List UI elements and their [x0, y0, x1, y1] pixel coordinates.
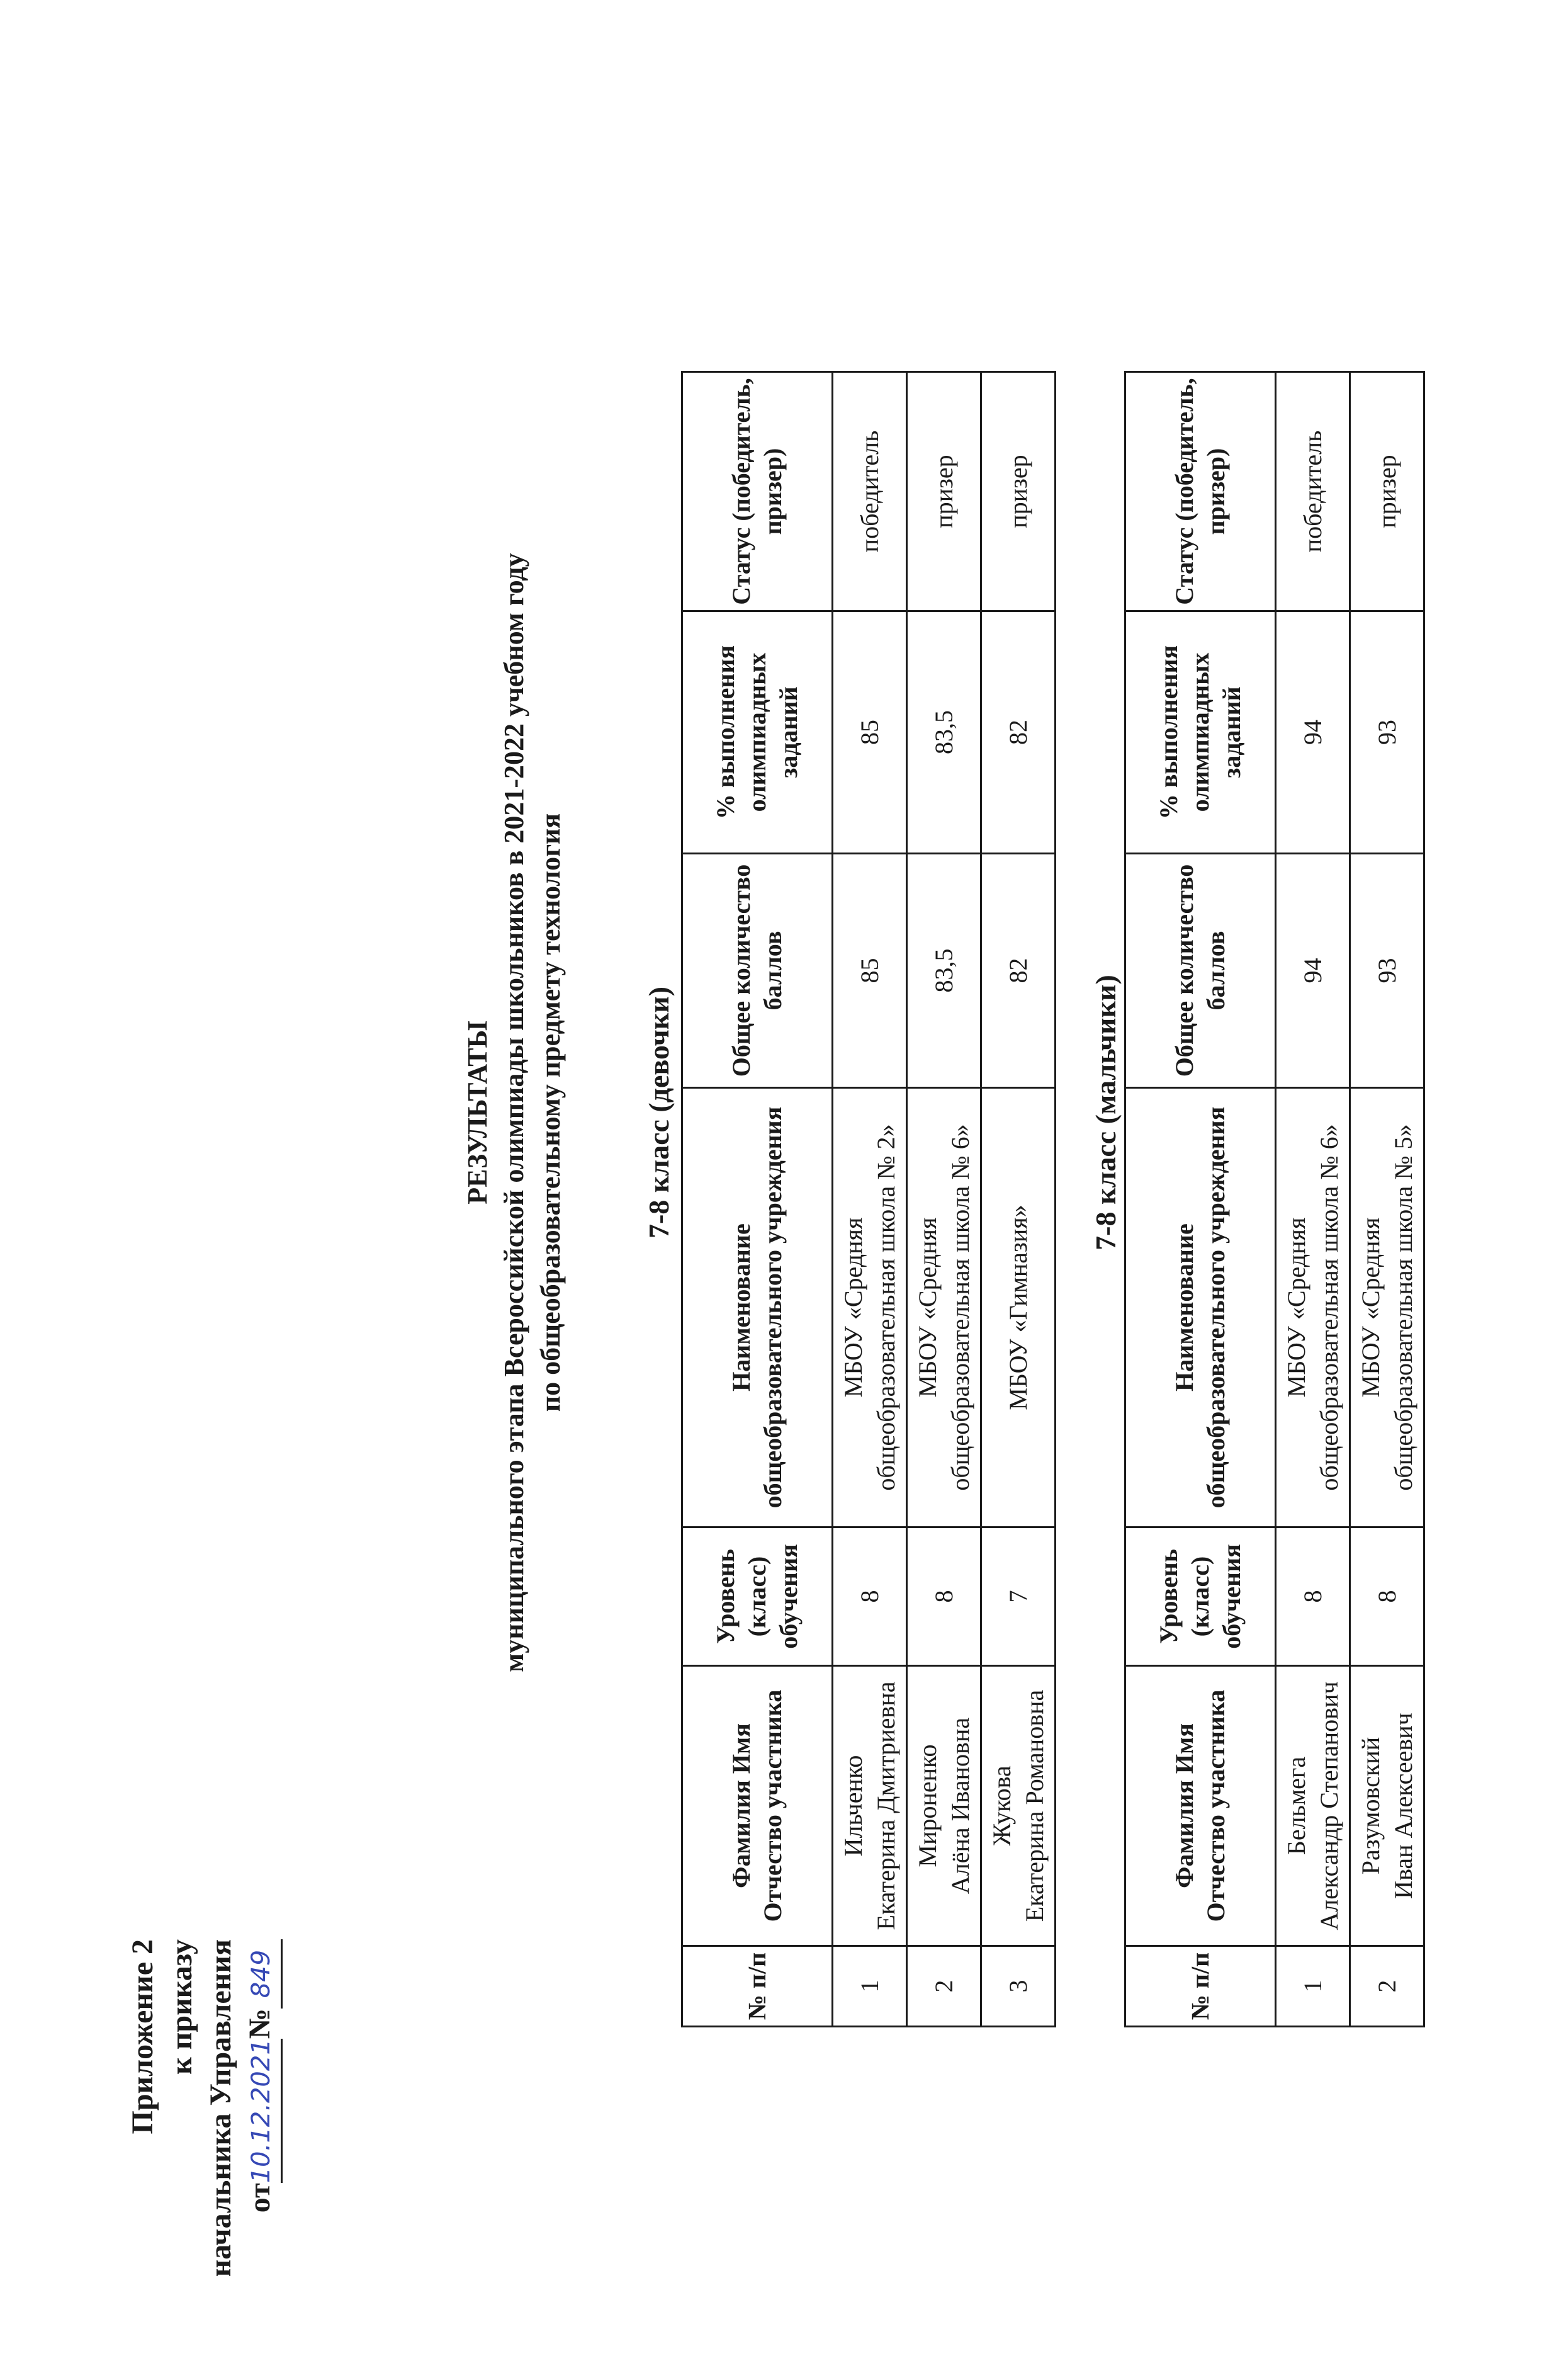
- cell-number: 2: [1350, 1946, 1424, 2027]
- cell-given-name: Иван Алексеевич: [1389, 1713, 1417, 1899]
- col-header-percent: % выполнения олимпиадных заданий: [1125, 611, 1276, 854]
- cell-score: 94: [1275, 853, 1350, 1088]
- col-header-score: Общее количество баллов: [682, 853, 833, 1088]
- document-subtitle: муниципального этапа Всероссийской олимп…: [499, 553, 529, 1672]
- cell-score: 85: [832, 853, 907, 1088]
- cell-given-name: Алёна Ивановна: [945, 1717, 974, 1895]
- cell-status: призер: [906, 371, 981, 611]
- cell-given-name: Екатерина Дмитриевна: [871, 1681, 900, 1930]
- cell-percent: 82: [981, 611, 1056, 854]
- results-table-boys: № п/п Фамилия Имя Отчество участника Уро…: [1124, 371, 1425, 2027]
- results-table-girls: № п/п Фамилия Имя Отчество участника Уро…: [681, 371, 1056, 2027]
- cell-grade: 8: [906, 1527, 981, 1666]
- cell-surname: Разумовский: [1356, 1737, 1385, 1875]
- col-header-score: Общее количество баллов: [1125, 853, 1276, 1088]
- cell-percent: 93: [1350, 611, 1424, 854]
- cell-surname: Мироненко: [913, 1744, 942, 1867]
- cell-school-line-2: общеобразовательная школа № 6»: [1314, 1124, 1343, 1491]
- col-header-number: № п/п: [682, 1946, 833, 2027]
- col-header-status: Статус (победитель, призер): [682, 371, 833, 611]
- appendix-number-label: №: [243, 2009, 276, 2039]
- document-title: РЕЗУЛЬТАТЫ: [462, 1021, 493, 1204]
- cell-score: 93: [1350, 853, 1424, 1088]
- col-header-grade: Уровень (класс) обучения: [682, 1527, 833, 1666]
- cell-score: 82: [981, 853, 1056, 1088]
- appendix-date-line: от10.12.2021№849: [240, 1939, 283, 2380]
- cell-grade: 8: [1275, 1527, 1350, 1666]
- section-title-boys: 7-8 класс (мальчики): [1090, 975, 1122, 1250]
- cell-status: призер: [981, 371, 1056, 611]
- col-header-status: Статус (победитель, призер): [1125, 371, 1276, 611]
- cell-surname: Ильченко: [838, 1755, 867, 1857]
- cell-given-name: Екатерина Романовна: [1020, 1689, 1049, 1922]
- col-header-school: Наименование общеобразовательного учрежд…: [1125, 1087, 1276, 1527]
- cell-status: победитель: [832, 371, 907, 611]
- cell-surname: Бельмега: [1282, 1756, 1310, 1856]
- appendix-line-2: к приказу: [165, 1939, 198, 2075]
- cell-percent: 85: [832, 611, 907, 854]
- cell-grade: 8: [1350, 1527, 1424, 1666]
- cell-percent: 94: [1275, 611, 1350, 854]
- cell-school-line-2: общеобразовательная школа № 6»: [945, 1124, 974, 1491]
- col-header-name: Фамилия Имя Отчество участника: [682, 1665, 833, 1946]
- appendix-line-1: Приложение 2: [126, 1939, 159, 2134]
- cell-score: 83,5: [906, 853, 981, 1088]
- cell-given-name: Александр Степанович: [1314, 1681, 1343, 1930]
- rotated-page: Приложение 2 к приказу начальника Управл…: [126, 162, 1425, 2277]
- col-header-grade: Уровень (класс) обучения: [1125, 1527, 1276, 1666]
- cell-number: 3: [981, 1946, 1056, 2027]
- cell-school-line-2: общеобразовательная школа № 5»: [1389, 1124, 1417, 1491]
- cell-school-line-1: МБОУ «Средняя: [1282, 1217, 1310, 1398]
- col-header-name: Фамилия Имя Отчество участника: [1125, 1665, 1276, 1946]
- cell-surname: Жукова: [987, 1765, 1016, 1846]
- appendix-block: Приложение 2 к приказу начальника Управл…: [123, 1939, 283, 2380]
- appendix-from-label: от: [243, 2183, 276, 2213]
- cell-status: победитель: [1275, 371, 1350, 611]
- table-header-row: № п/п Фамилия Имя Отчество участника Уро…: [682, 371, 833, 2027]
- col-header-percent: % выполнения олимпиадных заданий: [682, 611, 833, 854]
- appendix-date-handwritten: 10.12.2021: [242, 2039, 283, 2184]
- table-header-row: № п/п Фамилия Имя Отчество участника Уро…: [1125, 371, 1276, 2027]
- col-header-school: Наименование общеобразовательного учрежд…: [682, 1087, 833, 1527]
- cell-status: призер: [1350, 371, 1424, 611]
- cell-number: 1: [832, 1946, 907, 2027]
- cell-school-line-2: общеобразовательная школа № 2»: [871, 1124, 900, 1491]
- cell-school-line-1: МБОУ «Средняя: [913, 1217, 942, 1398]
- section-title-girls: 7-8 класс (девочки): [643, 986, 675, 1239]
- cell-grade: 7: [981, 1527, 1056, 1666]
- document-subject: по общеобразовательному предмету техноло…: [535, 813, 566, 1412]
- cell-school-line-1: МБОУ «Гимназия»: [1003, 1204, 1032, 1410]
- cell-school: МБОУ «Гимназия»: [981, 1087, 1056, 1527]
- col-header-number: № п/п: [1125, 1946, 1276, 2027]
- cell-grade: 8: [832, 1527, 907, 1666]
- document-header: РЕЗУЛЬТАТЫ муниципального этапа Всеросси…: [459, 162, 569, 2063]
- appendix-number-handwritten: 849: [242, 1939, 283, 2009]
- cell-number: 1: [1275, 1946, 1350, 2027]
- cell-school-line-1: МБОУ «Средняя: [1356, 1217, 1385, 1398]
- cell-percent: 83,5: [906, 611, 981, 854]
- cell-school-line-1: МБОУ «Средняя: [838, 1217, 867, 1398]
- appendix-line-3: начальника Управления: [204, 1939, 237, 2277]
- cell-number: 2: [906, 1946, 981, 2027]
